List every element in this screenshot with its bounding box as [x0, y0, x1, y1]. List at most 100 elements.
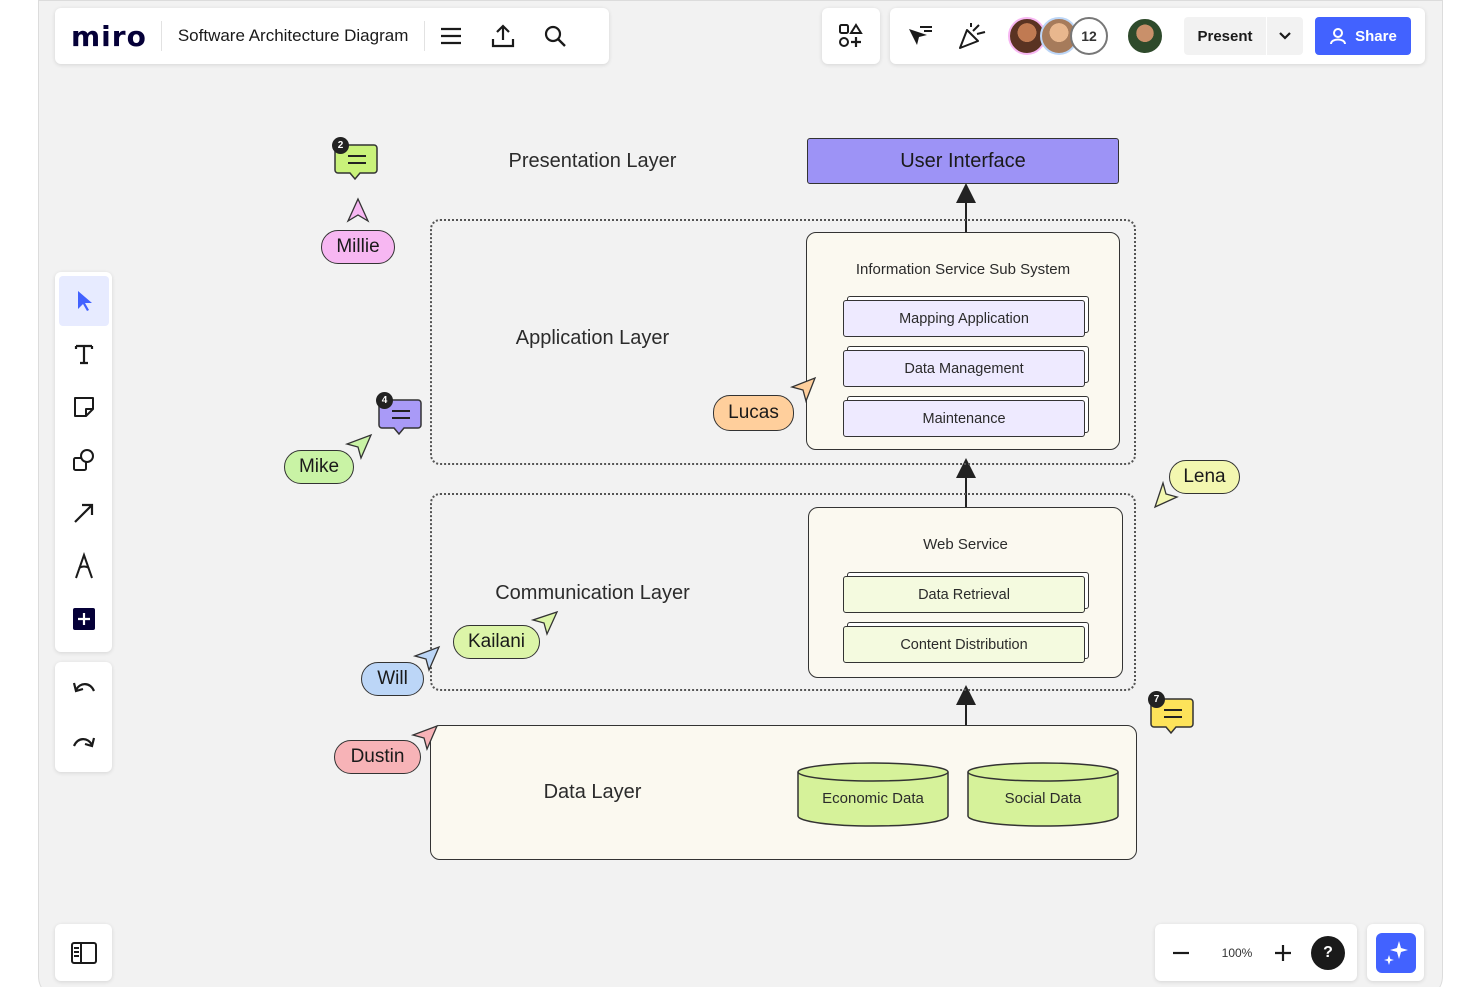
comment-icon [1150, 698, 1194, 735]
avatar[interactable] [1126, 17, 1164, 55]
will-cursor-icon [412, 645, 441, 672]
sparkle-icon [1383, 940, 1408, 965]
help-button[interactable]: ? [1311, 935, 1345, 970]
toggle-panel-button[interactable] [55, 924, 112, 981]
information-service-title: Information Service Sub System [855, 261, 1071, 278]
cursor-tag-mike: Mike [284, 450, 354, 484]
module-label: Content Distribution [843, 626, 1085, 663]
kailani-cursor-icon [530, 610, 559, 636]
database-social-data[interactable] [966, 760, 1120, 830]
module-data-retrieval[interactable]: Data Retrieval [843, 572, 1089, 614]
pen-icon [74, 552, 93, 579]
chevron-down-icon [1279, 32, 1291, 40]
search-icon [545, 25, 567, 47]
module-label: Data Retrieval [843, 576, 1085, 613]
collaboration-toolbar: 12 Present Share [890, 8, 1425, 64]
pen-tool[interactable] [59, 541, 109, 591]
cursor-tag-kailani: Kailani [453, 625, 540, 659]
shapes-tool[interactable] [59, 435, 109, 485]
present-options-button[interactable] [1267, 17, 1303, 55]
plus-icon [72, 608, 95, 630]
share-button[interactable]: Share [1315, 17, 1411, 55]
cursor-tag-lucas: Lucas [713, 395, 794, 431]
application-layer-frame[interactable] [430, 219, 1136, 465]
cursor-tag-will: Will [361, 662, 424, 696]
avatar[interactable] [1008, 17, 1046, 55]
line-tool[interactable] [59, 488, 109, 538]
follow-cursor-button[interactable] [894, 8, 946, 64]
comment-count-badge: 4 [376, 392, 393, 409]
data-layer-label: Data Layer [543, 781, 642, 803]
module-data-management[interactable]: Data Management [843, 346, 1089, 388]
undo-button[interactable] [59, 663, 109, 713]
share-label: Share [1355, 27, 1397, 45]
application-layer-label: Application Layer [515, 327, 670, 349]
text-icon [74, 344, 93, 365]
dustin-cursor-icon [410, 724, 439, 751]
search-button[interactable] [529, 8, 581, 64]
comment-icon [378, 399, 422, 436]
celebrate-button[interactable] [946, 8, 998, 64]
redo-button[interactable] [59, 718, 109, 768]
board-toolbar: miro Software Architecture Diagram [55, 8, 609, 64]
communication-layer-frame[interactable] [430, 493, 1136, 691]
apps-icon[interactable] [838, 23, 864, 49]
board-title[interactable]: Software Architecture Diagram [177, 26, 409, 45]
creation-toolbar [55, 272, 112, 652]
database-label: Economic Data [822, 790, 924, 807]
celebrate-icon [959, 23, 986, 49]
present-button[interactable]: Present [1184, 17, 1266, 55]
upload-icon [492, 24, 515, 48]
zoom-controls: 100% ? [1155, 924, 1357, 981]
zoom-in-button[interactable] [1267, 925, 1299, 981]
module-label: Maintenance [843, 400, 1085, 437]
select-tool[interactable] [58, 276, 109, 326]
more-collaborators-badge[interactable]: 12 [1070, 17, 1108, 55]
presentation-layer-label: Presentation Layer [508, 150, 677, 172]
undo-icon [72, 682, 95, 693]
hamburger-icon [441, 27, 462, 45]
database-economic-data[interactable] [796, 760, 950, 830]
comment-count-badge: 7 [1148, 691, 1165, 708]
user-icon [1330, 28, 1347, 45]
comment-thread[interactable]: 7 [1148, 691, 1194, 742]
comment-count-badge: 2 [332, 137, 349, 154]
cursor-icon [909, 26, 932, 45]
history-toolbar [55, 662, 112, 772]
cursor-tag-dustin: Dustin [334, 740, 421, 774]
lena-cursor-icon [1153, 480, 1179, 509]
more-tools-button[interactable] [59, 594, 109, 644]
zoom-level[interactable]: 100% [1221, 945, 1253, 960]
text-tool[interactable] [59, 329, 109, 379]
module-mapping-application[interactable]: Mapping Application [843, 296, 1089, 338]
ai-assistant-panel [1367, 924, 1424, 981]
user-interface-box[interactable]: User Interface [807, 138, 1119, 184]
mike-cursor-icon [344, 433, 373, 460]
export-button[interactable] [477, 8, 529, 64]
cursor-tag-millie: Millie [321, 230, 395, 264]
miro-logo[interactable]: miro [71, 19, 147, 53]
module-label: Mapping Application [843, 300, 1085, 337]
information-service-box[interactable]: Information Service Sub System Mapping A… [806, 232, 1120, 450]
module-content-distribution[interactable]: Content Distribution [843, 622, 1089, 664]
zoom-out-button[interactable] [1155, 925, 1207, 981]
main-menu-button[interactable] [425, 8, 477, 64]
redo-icon [72, 737, 95, 748]
web-service-title: Web Service [923, 536, 1008, 553]
database-label: Social Data [1004, 790, 1082, 807]
module-label: Data Management [843, 350, 1085, 387]
comment-thread[interactable]: 4 [376, 392, 422, 443]
shapes-icon [72, 449, 94, 471]
sticky-note-icon [73, 397, 94, 417]
web-service-box[interactable]: Web Service Data Retrieval Content Distr… [808, 507, 1123, 678]
module-maintenance[interactable]: Maintenance [843, 396, 1089, 438]
sidebar-icon [70, 941, 97, 964]
plus-icon [1275, 944, 1291, 961]
pointer-icon [77, 291, 92, 311]
comment-thread[interactable]: 2 [332, 137, 378, 188]
sticky-note-tool[interactable] [59, 382, 109, 432]
ai-assistant-button[interactable] [1375, 932, 1416, 973]
